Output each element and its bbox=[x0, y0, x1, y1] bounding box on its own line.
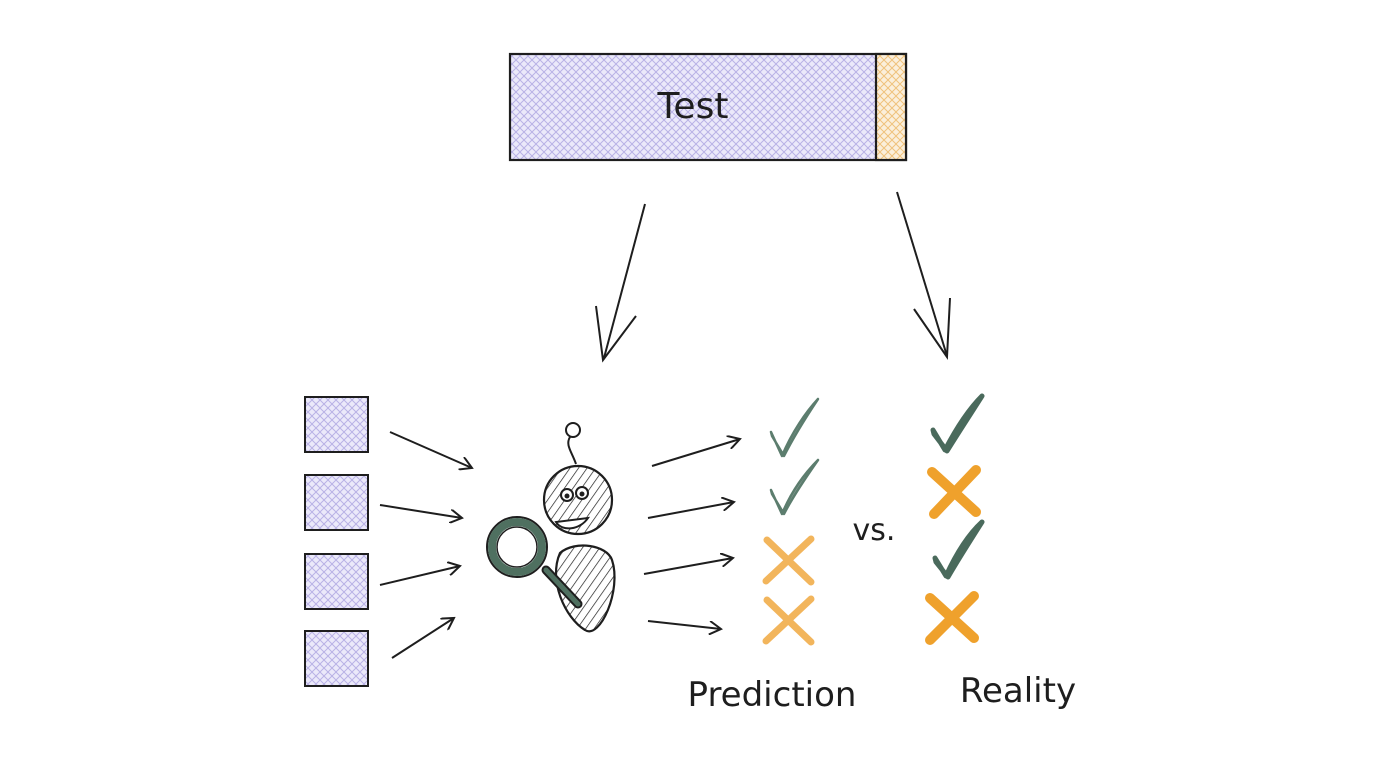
vs-label: vs. bbox=[853, 513, 896, 548]
prediction-label: Prediction bbox=[688, 675, 857, 715]
output-arrows bbox=[643, 439, 740, 629]
input-arrows bbox=[379, 431, 472, 659]
cross-icon bbox=[925, 591, 979, 645]
output-arrow bbox=[651, 439, 740, 467]
input-arrow bbox=[379, 504, 462, 518]
magnifier-icon bbox=[486, 516, 583, 609]
test-block: Test bbox=[508, 52, 908, 162]
reality-marks bbox=[925, 393, 985, 645]
input-arrow bbox=[379, 566, 460, 586]
prediction-marks bbox=[762, 397, 820, 646]
check-icon bbox=[930, 393, 985, 454]
output-arrow bbox=[647, 620, 721, 629]
reality-label: Reality bbox=[960, 671, 1076, 711]
input-square bbox=[304, 630, 369, 687]
cross-icon bbox=[762, 535, 815, 586]
check-icon bbox=[769, 397, 820, 458]
output-arrow bbox=[643, 558, 733, 575]
input-arrow bbox=[391, 618, 454, 659]
robot-icon bbox=[542, 422, 616, 633]
arrow-test-to-agent bbox=[595, 203, 646, 363]
test-label: Test bbox=[657, 86, 729, 127]
input-square bbox=[304, 553, 369, 610]
check-icon bbox=[932, 519, 985, 580]
cross-icon bbox=[927, 465, 981, 519]
input-square bbox=[304, 396, 369, 453]
input-items bbox=[304, 396, 369, 687]
check-icon bbox=[769, 458, 820, 516]
input-arrow bbox=[389, 431, 472, 468]
arrow-test-to-reality bbox=[896, 191, 951, 360]
cross-icon bbox=[762, 595, 815, 646]
input-square bbox=[304, 474, 369, 531]
output-arrow bbox=[647, 502, 734, 519]
